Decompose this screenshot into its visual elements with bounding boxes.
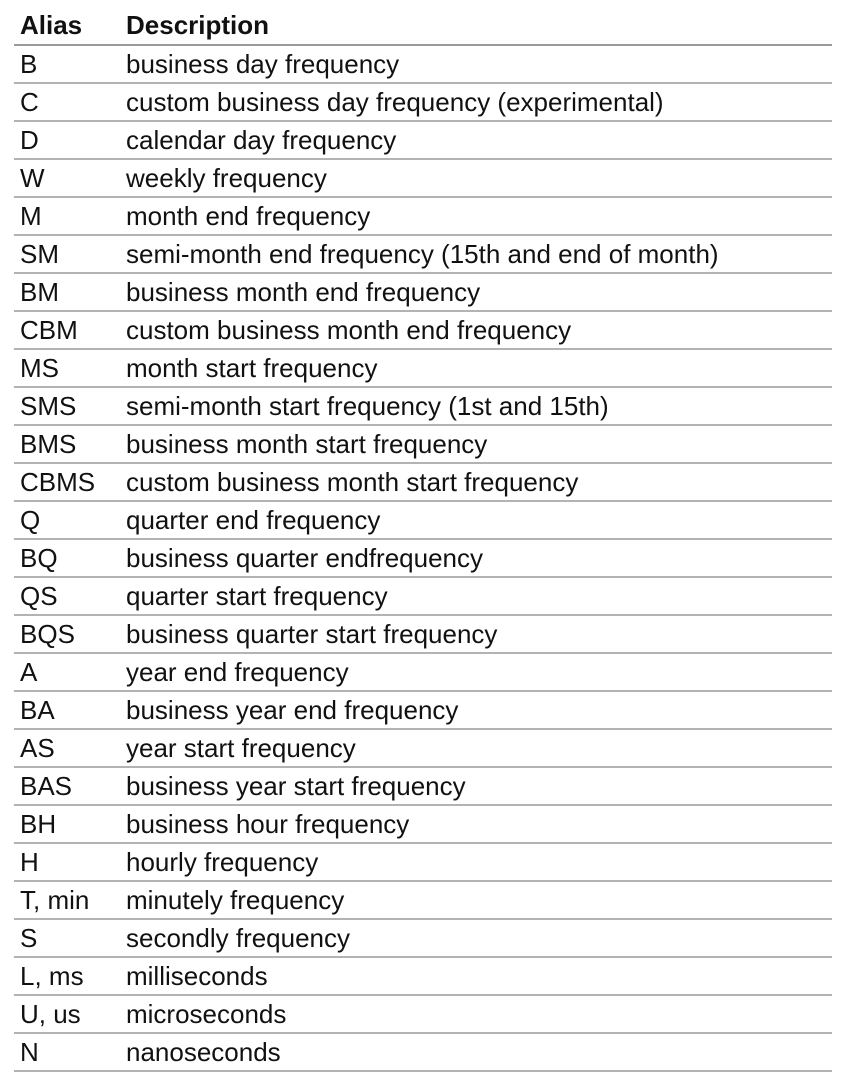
alias-cell: QS [14,577,120,616]
description-cell: quarter start frequency [120,577,832,616]
description-column-header: Description [120,6,832,46]
description-cell: semi-month start frequency (1st and 15th… [120,387,832,426]
description-cell: quarter end frequency [120,501,832,540]
alias-cell: CBM [14,311,120,350]
description-cell: business year start frequency [120,767,832,806]
description-cell: month start frequency [120,349,832,388]
description-cell: custom business month end frequency [120,311,832,350]
description-cell: business day frequency [120,45,832,84]
header-row: Alias Description [14,6,832,46]
alias-cell: SM [14,235,120,274]
alias-cell: Q [14,501,120,540]
alias-column-header: Alias [14,6,120,46]
alias-cell: N [14,1033,120,1072]
alias-cell: BH [14,805,120,844]
description-cell: hourly frequency [120,843,832,882]
description-cell: business quarter endfrequency [120,539,832,578]
table-header: Alias Description [14,6,832,46]
alias-cell: BAS [14,767,120,806]
alias-cell: SMS [14,387,120,426]
alias-cell: A [14,653,120,692]
description-cell: microseconds [120,995,832,1034]
description-cell: month end frequency [120,197,832,236]
description-cell: year start frequency [120,729,832,768]
description-cell: nanoseconds [120,1033,832,1072]
alias-cell: BA [14,691,120,730]
alias-cell: B [14,45,120,84]
alias-cell: BM [14,273,120,312]
alias-cell: MS [14,349,120,388]
alias-cell: H [14,843,120,882]
alias-cell: C [14,83,120,122]
alias-cell: BMS [14,425,120,464]
alias-cell: S [14,919,120,958]
description-cell: semi-month end frequency (15th and end o… [120,235,832,274]
description-cell: secondly frequency [120,919,832,958]
alias-cell: U, us [14,995,120,1034]
alias-cell: T, min [14,881,120,920]
alias-cell: BQS [14,615,120,654]
alias-cell: BQ [14,539,120,578]
description-cell: business quarter start frequency [120,615,832,654]
description-cell: minutely frequency [120,881,832,920]
description-cell: custom business day frequency (experimen… [120,83,832,122]
alias-cell: AS [14,729,120,768]
description-cell: weekly frequency [120,159,832,198]
alias-cell: L, ms [14,957,120,996]
description-cell: business month end frequency [120,273,832,312]
description-cell: business hour frequency [120,805,832,844]
alias-cell: M [14,197,120,236]
description-cell: milliseconds [120,957,832,996]
alias-cell: W [14,159,120,198]
alias-cell: CBMS [14,463,120,502]
description-cell: calendar day frequency [120,121,832,160]
description-cell: year end frequency [120,653,832,692]
description-cell: custom business month start frequency [120,463,832,502]
description-cell: business year end frequency [120,691,832,730]
description-cell: business month start frequency [120,425,832,464]
alias-cell: D [14,121,120,160]
